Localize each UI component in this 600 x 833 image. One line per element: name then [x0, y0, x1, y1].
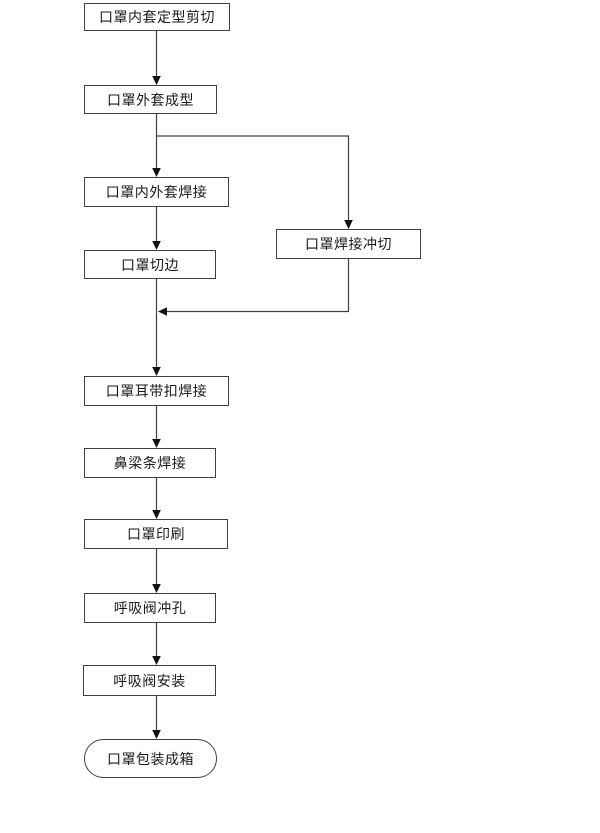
flow-node-inner-cover-shaping-cutting: 口罩内套定型剪切 — [84, 3, 230, 31]
flow-node-mask-welding-punch-cutting: 口罩焊接冲切 — [276, 229, 421, 259]
edge-welding-punch-merge — [166, 259, 350, 313]
flow-node-label: 呼吸阀安装 — [113, 673, 186, 690]
flow-node-label: 口罩包装成箱 — [107, 751, 194, 768]
flow-node-mask-edge-trimming: 口罩切边 — [84, 250, 216, 279]
connector-arrowheads — [152, 76, 353, 739]
flow-node-label: 呼吸阀冲孔 — [113, 601, 187, 617]
arrowhead-down-icon — [152, 76, 161, 85]
flow-node-mask-printing: 口罩印刷 — [84, 519, 228, 549]
flow-node-mask-packing-into-cartons: 口罩包装成箱 — [84, 739, 217, 778]
arrowhead-down-icon — [152, 367, 161, 376]
flow-node-label: 口罩切边 — [121, 257, 179, 274]
arrowhead-down-icon — [152, 730, 161, 739]
flow-node-nose-bridge-strip-welding: 鼻梁条焊接 — [84, 448, 216, 478]
arrowhead-down-icon — [344, 220, 353, 229]
arrowhead-down-icon — [152, 510, 161, 519]
flow-node-label: 口罩焊接冲切 — [305, 237, 392, 253]
flow-node-label: 口罩印刷 — [127, 527, 185, 543]
flow-node-label: 口罩耳带扣焊接 — [105, 384, 208, 400]
flow-node-label: 口罩内套定型剪切 — [99, 10, 215, 26]
arrowhead-down-icon — [152, 584, 161, 593]
flow-node-breathing-valve-punching: 呼吸阀冲孔 — [84, 593, 216, 623]
flow-node-outer-cover-forming: 口罩外套成型 — [84, 85, 217, 114]
edge-outer-forming-to-welding-punch-branch — [156, 135, 350, 221]
connector-lines — [155, 31, 350, 731]
flow-node-label: 口罩外套成型 — [107, 92, 194, 109]
arrowhead-down-icon — [152, 241, 161, 250]
flow-node-label: 口罩内外套焊接 — [105, 185, 208, 201]
flow-node-label: 鼻梁条焊接 — [113, 456, 187, 472]
arrowhead-down-icon — [152, 656, 161, 665]
arrowhead-down-icon — [152, 439, 161, 448]
flow-node-breathing-valve-installation: 呼吸阀安装 — [83, 665, 216, 696]
arrowhead-down-icon — [152, 168, 161, 177]
flow-node-ear-strap-buckle-welding: 口罩耳带扣焊接 — [84, 376, 229, 406]
flow-node-inner-outer-cover-welding: 口罩内外套焊接 — [84, 177, 229, 207]
arrowhead-left-icon — [158, 307, 167, 316]
